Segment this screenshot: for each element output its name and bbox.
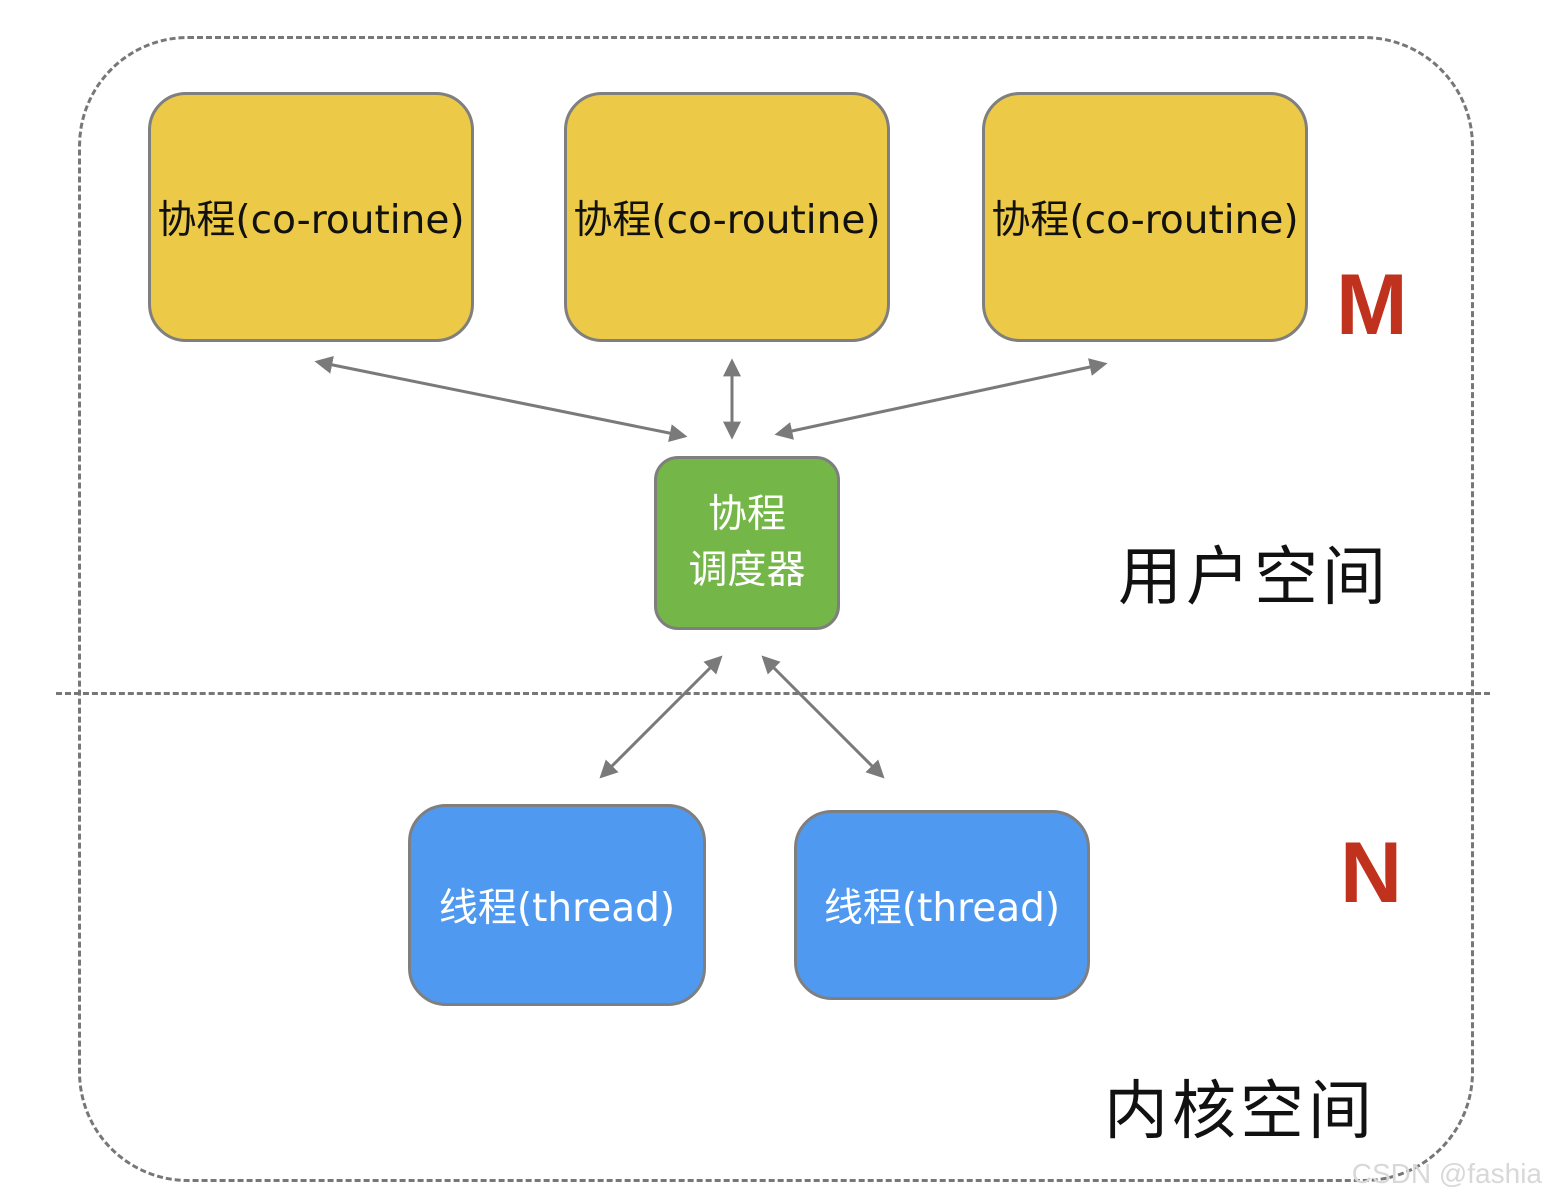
arrow-coroutine-1-scheduler (314, 356, 688, 442)
scheduler-box: 协程 调度器 (654, 456, 840, 630)
coroutine-box-3: 协程(co-routine) (982, 92, 1308, 342)
arrow-scheduler-thread-2 (761, 655, 885, 779)
coroutine-label-3: 协程(co-routine) (991, 198, 1299, 243)
scheduler-label-line1: 协程 (707, 492, 786, 537)
arrow-scheduler-thread-1 (599, 655, 723, 779)
thread-label-2: 线程(thread) (823, 886, 1061, 931)
thread-box-1: 线程(thread) (408, 804, 706, 1006)
n-label: N (1340, 825, 1403, 921)
thread-label-1: 线程(thread) (438, 886, 676, 931)
watermark: CSDN @fashia (1351, 1158, 1542, 1189)
m-label: M (1336, 257, 1408, 353)
scheduler-label-line2: 调度器 (688, 548, 806, 593)
thread-box-2: 线程(thread) (794, 810, 1090, 1000)
coroutine-label-2: 协程(co-routine) (573, 198, 881, 243)
coroutine-label-1: 协程(co-routine) (157, 198, 465, 243)
arrow-coroutine-3-scheduler (774, 358, 1108, 440)
outer-boundary (78, 36, 1474, 1182)
coroutine-box-1: 协程(co-routine) (148, 92, 474, 342)
user-space-label: 用户空间 (1118, 541, 1390, 615)
coroutine-box-2: 协程(co-routine) (564, 92, 890, 342)
kernel-space-label: 内核空间 (1104, 1075, 1376, 1149)
